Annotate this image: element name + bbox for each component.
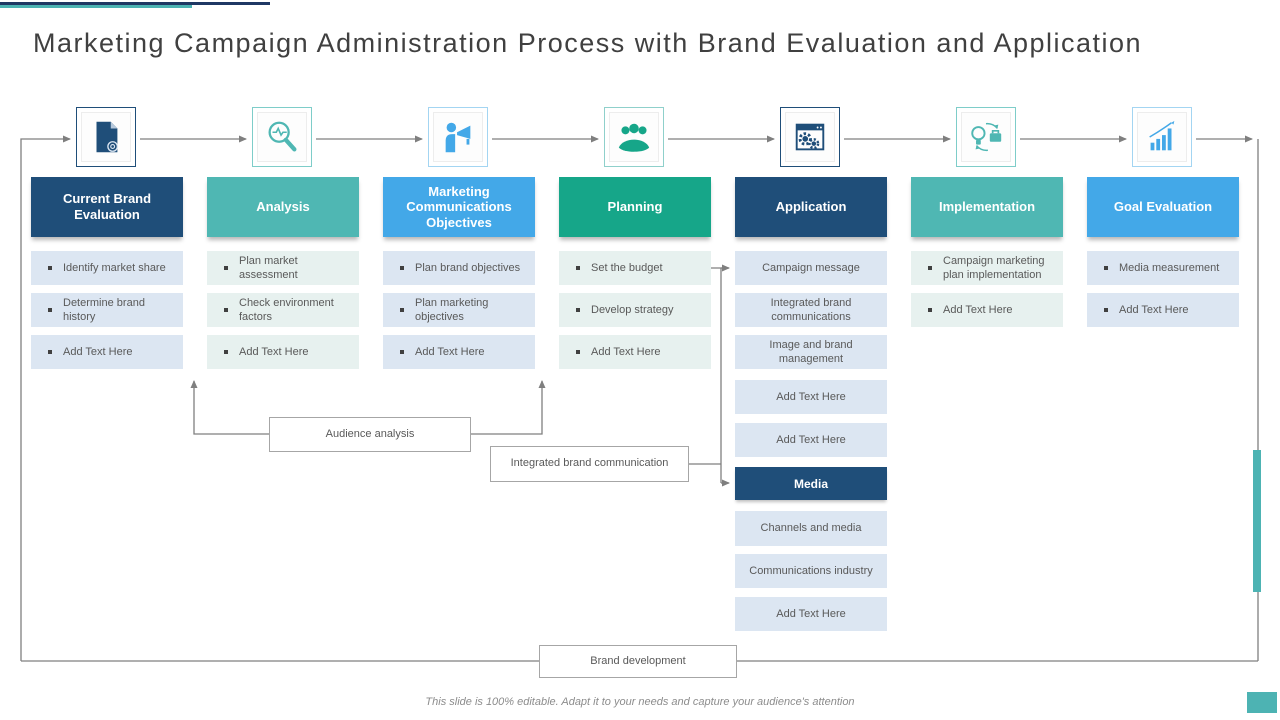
bullet — [48, 308, 52, 312]
list-item: Campaign message — [735, 251, 887, 285]
footer-note: This slide is 100% editable. Adapt it to… — [425, 696, 855, 708]
team-meeting-icon-frame — [609, 112, 659, 162]
list-item: Develop strategy — [559, 293, 711, 327]
list-item: Add Text Here — [735, 380, 887, 414]
list-item: Integrated brand communications — [735, 293, 887, 327]
bullet — [400, 350, 404, 354]
list-item: Communications industry — [735, 554, 887, 588]
page-title: Marketing Campaign Administration Proces… — [33, 28, 1143, 58]
list-item: Add Text Here — [207, 335, 359, 369]
list-item: Add Text Here — [559, 335, 711, 369]
bullet — [576, 308, 580, 312]
browser-gears-icon-frame — [785, 112, 835, 162]
connector-label-audience-analysis: Audience analysis — [269, 417, 471, 452]
list-item: Channels and media — [735, 511, 887, 546]
media-section-header: Media — [735, 467, 887, 500]
list-item: Determine brand history — [31, 293, 183, 327]
column-header-planning: Planning — [559, 177, 711, 237]
list-item: Add Text Here — [735, 597, 887, 631]
list-item: Add Text Here — [1087, 293, 1239, 327]
list-item: Plan brand objectives — [383, 251, 535, 285]
bullet — [928, 266, 932, 270]
idea-to-business-icon-frame — [961, 112, 1011, 162]
list-item: Add Text Here — [911, 293, 1063, 327]
bullet — [48, 266, 52, 270]
analysis-magnifier-icon — [252, 107, 312, 167]
list-item: Check environment factors — [207, 293, 359, 327]
analysis-magnifier-icon-frame — [257, 112, 307, 162]
bottom-right-accent-square — [1247, 692, 1277, 713]
list-item: Plan marketing objectives — [383, 293, 535, 327]
list-item: Image and brand management — [735, 335, 887, 369]
document-icon — [76, 107, 136, 167]
bullet — [1104, 308, 1108, 312]
list-item: Plan market assessment — [207, 251, 359, 285]
top-accent-bar-navy — [0, 2, 270, 5]
connector-label-integrated-brand-communication: Integrated brand communication — [490, 446, 689, 482]
team-meeting-icon — [604, 107, 664, 167]
column-header-analysis: Analysis — [207, 177, 359, 237]
bullet — [224, 308, 228, 312]
megaphone-person-icon — [428, 107, 488, 167]
bullet — [224, 350, 228, 354]
list-item: Add Text Here — [383, 335, 535, 369]
column-header-implementation: Implementation — [911, 177, 1063, 237]
list-item: Media measurement — [1087, 251, 1239, 285]
list-item: Campaign marketing plan implementation — [911, 251, 1063, 285]
column-header-marketing-communications-objectives: Marketing Communications Objectives — [383, 177, 535, 237]
list-item: Identify market share — [31, 251, 183, 285]
megaphone-person-icon-frame — [433, 112, 483, 162]
list-item: Add Text Here — [735, 423, 887, 457]
bullet — [576, 266, 580, 270]
bullet — [400, 308, 404, 312]
column-header-goal-evaluation: Goal Evaluation — [1087, 177, 1239, 237]
connector-label-brand-development: Brand development — [539, 645, 737, 678]
idea-to-business-icon — [956, 107, 1016, 167]
top-accent-bar-teal — [0, 5, 192, 8]
growth-chart-icon — [1132, 107, 1192, 167]
bullet — [400, 266, 404, 270]
column-header-current-brand-evaluation: Current Brand Evaluation — [31, 177, 183, 237]
column-header-application: Application — [735, 177, 887, 237]
bullet — [224, 266, 228, 270]
growth-chart-icon-frame — [1137, 112, 1187, 162]
bullet — [576, 350, 580, 354]
right-accent-bar — [1253, 450, 1261, 592]
bullet — [1104, 266, 1108, 270]
bullet — [928, 308, 932, 312]
document-icon-frame — [81, 112, 131, 162]
list-item: Add Text Here — [31, 335, 183, 369]
list-item: Set the budget — [559, 251, 711, 285]
bullet — [48, 350, 52, 354]
browser-gears-icon — [780, 107, 840, 167]
